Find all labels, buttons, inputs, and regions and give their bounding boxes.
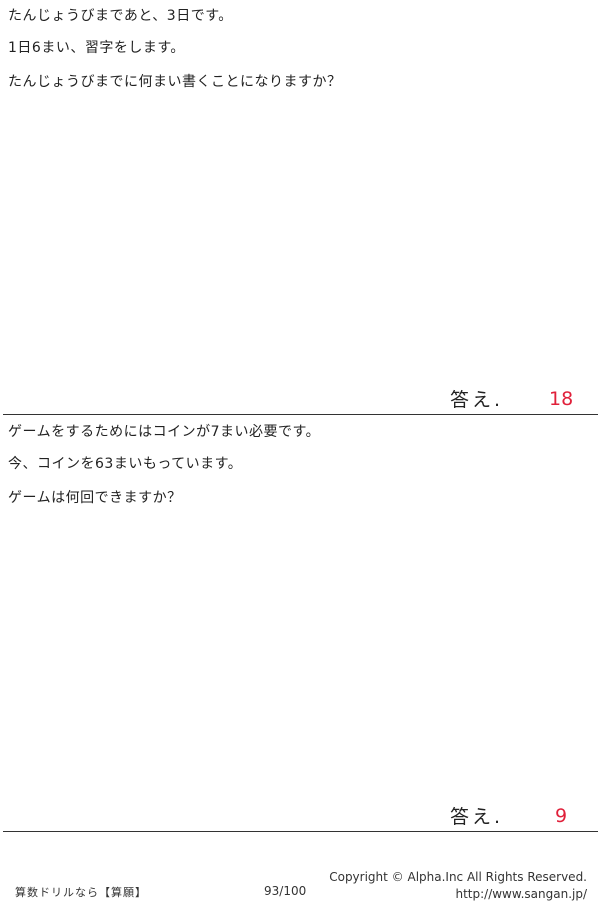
problem-1-answer-label: 答え. — [449, 389, 503, 411]
problem-1-line-1: たんじょうびまであと、3日です。 — [8, 8, 233, 24]
problem-1-line-2: 1日6まい、習字をします。 — [8, 40, 185, 56]
problem-2-line-2: 今、コインを63まいもっています。 — [8, 456, 243, 472]
problem-1-question: たんじょうびまでに何まい書くことになりますか？ — [8, 74, 342, 90]
footer-url-link[interactable]: http://www.sangan.jp/ — [455, 887, 587, 901]
problem-1: たんじょうびまであと、3日です。 1日6まい、習字をします。 たんじょうびまでに… — [0, 0, 600, 414]
problem-2-answer-value: 9 — [555, 805, 568, 827]
problem-2-line-1: ゲームをするためにはコインが7まい必要です。 — [8, 424, 321, 440]
footer-copyright: Copyright © Alpha.Inc All Rights Reserve… — [329, 870, 587, 884]
problem-2: ゲームをするためにはコインが7まい必要です。 今、コインを63まいもっています。… — [0, 416, 600, 831]
problem-1-answer-value: 18 — [549, 388, 574, 410]
footer-site-name: 算数ドリルなら【算願】 — [15, 886, 147, 899]
problem-2-divider — [3, 831, 598, 832]
problem-2-question: ゲームは何回できますか？ — [8, 490, 182, 506]
problem-1-divider — [3, 414, 598, 415]
footer-page-number: 93/100 — [264, 884, 307, 898]
problem-2-answer-label: 答え. — [449, 806, 503, 828]
